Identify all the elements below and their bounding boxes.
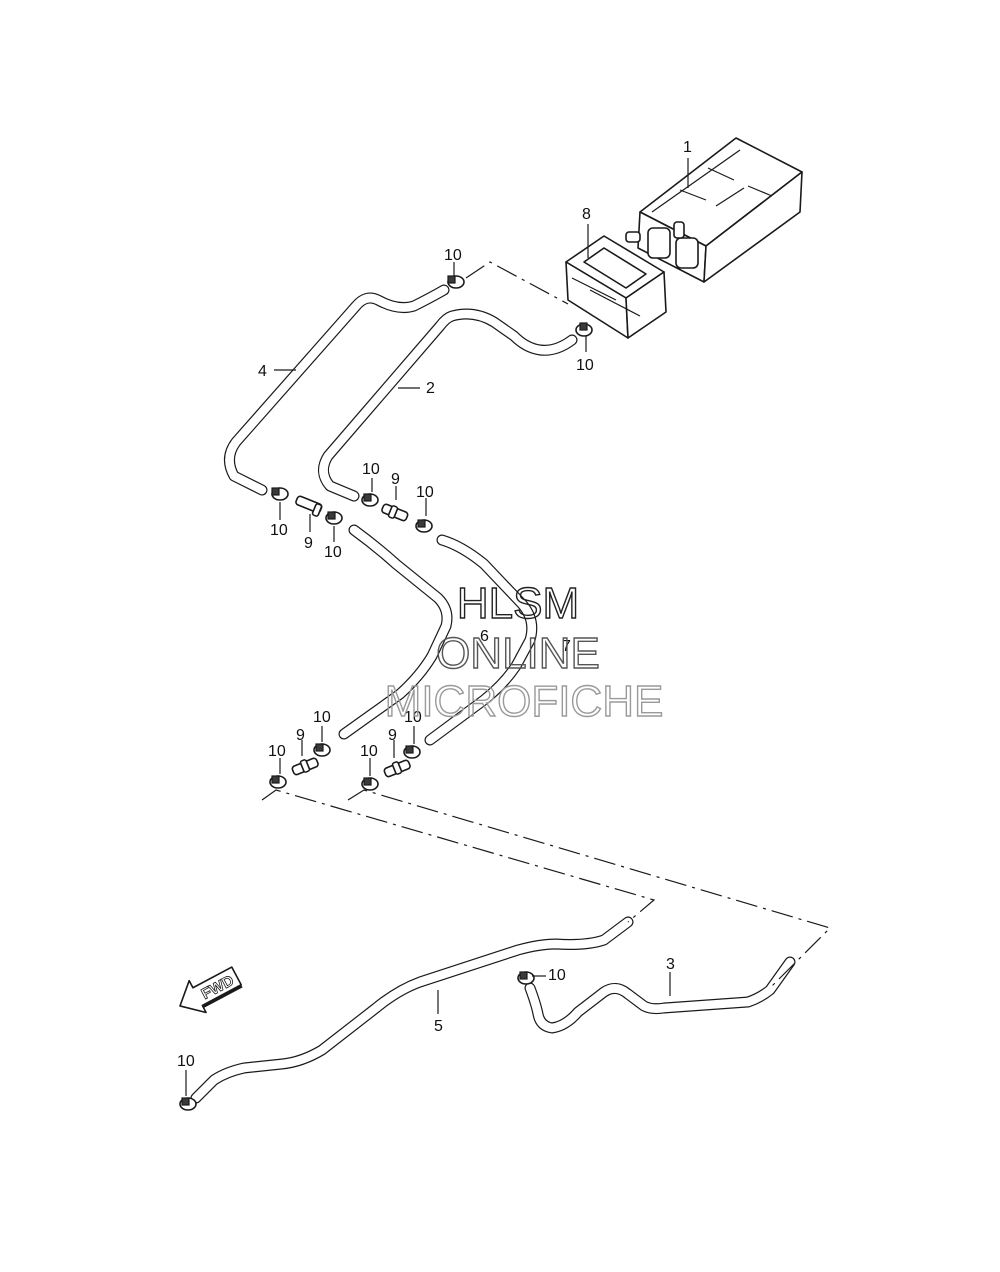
- joint-part-9-b[interactable]: [381, 503, 409, 522]
- callout-10-bracket: 10: [576, 357, 594, 374]
- joint-part-9-d[interactable]: [383, 759, 411, 778]
- watermark-line-3: MICROFICHE: [385, 677, 664, 726]
- callout-9-lower-right: 9: [388, 727, 397, 744]
- callout-9-upper-right: 9: [391, 471, 400, 488]
- callout-10-lower-right-top: 10: [404, 709, 422, 726]
- clamp-part-10-e[interactable]: [361, 493, 379, 507]
- clamp-part-10-f[interactable]: [415, 519, 433, 533]
- clamp-part-10-d[interactable]: [325, 511, 343, 525]
- callout-10-upper-left-2: 10: [324, 544, 342, 561]
- hose-part-2[interactable]: [318, 308, 578, 502]
- callout-8: 8: [582, 206, 591, 223]
- clamp-part-10-i[interactable]: [403, 745, 421, 759]
- clamp-part-10-h[interactable]: [269, 775, 287, 789]
- hose-part-5[interactable]: [190, 916, 634, 1104]
- callout-10-bottom: 10: [177, 1053, 195, 1070]
- bracket-part-8[interactable]: [565, 235, 667, 339]
- callout-7: 7: [562, 638, 571, 655]
- clamp-part-10-l[interactable]: [179, 1097, 197, 1111]
- watermark: HLSM ONLINE MICROFICHE: [384, 578, 664, 726]
- clamp-part-10-k[interactable]: [517, 971, 535, 985]
- clamp-part-10-b[interactable]: [575, 322, 593, 337]
- callout-9-lower-left: 9: [296, 727, 305, 744]
- clamp-part-10-j[interactable]: [361, 777, 379, 791]
- callout-10-hose-3: 10: [548, 967, 566, 984]
- callout-4: 4: [258, 363, 267, 380]
- watermark-line-1: HLSM: [457, 579, 579, 628]
- callout-5: 5: [434, 1018, 443, 1035]
- callout-10-upper-mid: 10: [362, 461, 380, 478]
- fwd-direction-arrow: FWD: [179, 966, 243, 1014]
- callout-10-lower-right: 10: [360, 743, 378, 760]
- clamp-part-10-a[interactable]: [447, 275, 465, 289]
- callout-1: 1: [683, 139, 692, 156]
- callout-2: 2: [426, 380, 435, 397]
- canister-part-1[interactable]: [625, 137, 803, 283]
- callout-10-lower-left: 10: [268, 743, 286, 760]
- callout-3: 3: [666, 956, 675, 973]
- joint-part-9-c[interactable]: [291, 757, 319, 776]
- hose-part-3[interactable]: [524, 956, 796, 1034]
- clamp-part-10-g[interactable]: [313, 743, 331, 757]
- connection-lines: [261, 261, 832, 989]
- callout-10-upper-left: 10: [270, 522, 288, 539]
- callout-10-lower-left-top: 10: [313, 709, 331, 726]
- callout-9-upper-left: 9: [304, 535, 313, 552]
- hose-part-7[interactable]: [424, 534, 538, 746]
- hose-part-4[interactable]: [224, 284, 450, 496]
- watermark-line-2: ONLINE: [436, 629, 600, 678]
- callout-10-upper-right: 10: [416, 484, 434, 501]
- joint-part-9-a[interactable]: [295, 495, 323, 517]
- callout-6: 6: [480, 628, 489, 645]
- hose-part-6[interactable]: [338, 524, 453, 740]
- clamp-part-10-c[interactable]: [271, 487, 289, 501]
- callout-10-top: 10: [444, 247, 462, 264]
- leader-lines: [185, 158, 689, 1096]
